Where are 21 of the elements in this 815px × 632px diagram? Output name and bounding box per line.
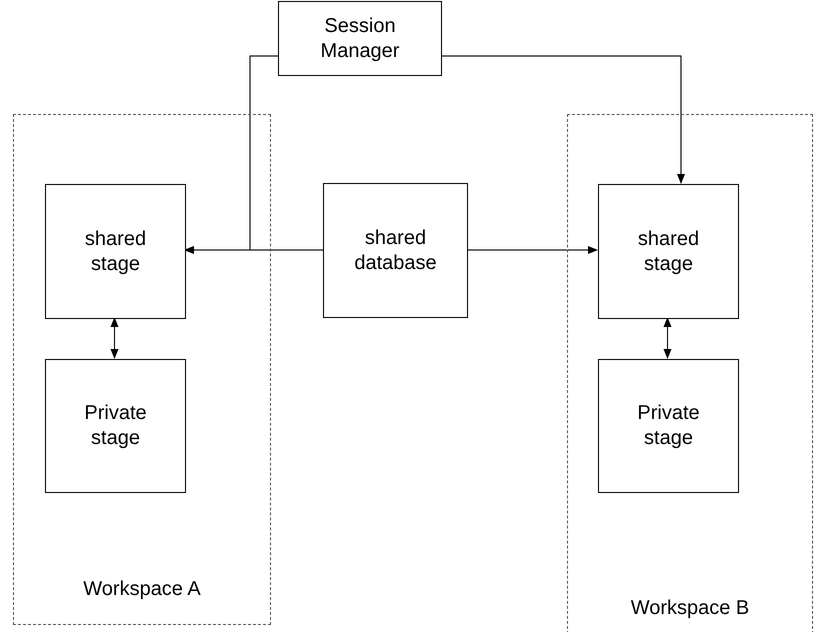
workspace-region: [13, 114, 271, 625]
box-label: shared stage: [636, 226, 700, 276]
box-label: Private stage: [636, 401, 701, 451]
region-label: Workspace B: [630, 596, 750, 621]
box-label: shared stage: [84, 226, 148, 276]
process-box: [598, 359, 739, 493]
workspace-region: [567, 114, 813, 632]
arrow: [664, 317, 672, 359]
region-label: Workspace A: [82, 577, 202, 602]
box-label: shared database: [353, 226, 438, 276]
box-label: Private stage: [83, 401, 148, 451]
arrow: [442, 56, 685, 184]
process-box: [598, 184, 739, 319]
box-label: Session Manager: [320, 14, 400, 64]
process-box: [45, 359, 186, 493]
arrow: [468, 246, 598, 254]
process-box: [323, 183, 468, 318]
process-box: [278, 1, 442, 76]
arrow: [110, 317, 118, 359]
process-box: [45, 184, 186, 319]
arrow: [184, 246, 324, 254]
